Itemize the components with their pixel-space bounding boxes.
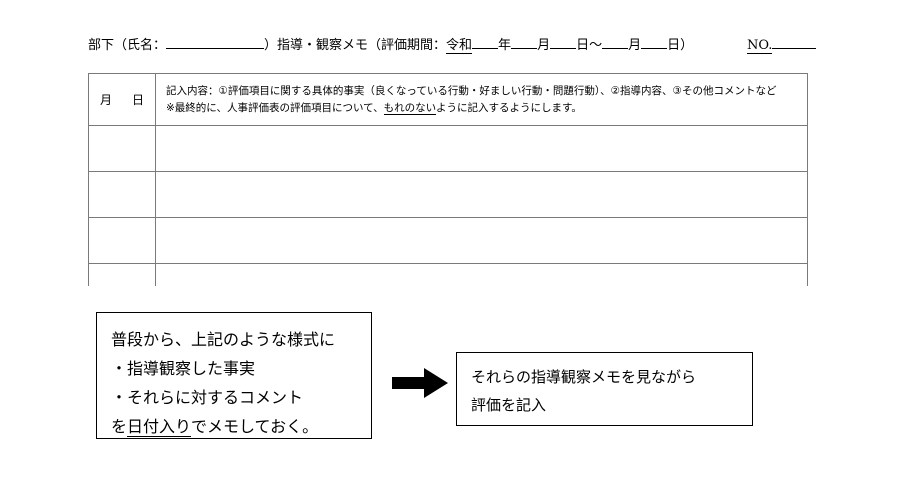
table-row[interactable]	[88, 217, 808, 264]
no-blank-field[interactable]	[772, 34, 817, 49]
instruction-line-2-before: ※最終的に、人事評価表の評価項目について、	[166, 102, 384, 114]
header-after-name: ）指導・観察メモ（評価期間：	[264, 38, 447, 53]
document-header: 部下（氏名： ）指導・観察メモ（評価期間：令和 年 月 日～ 月 日） NO.	[88, 34, 878, 56]
month-unit: 月	[537, 38, 551, 53]
year-blank-field[interactable]	[472, 34, 499, 49]
observation-memo-table: 月 日 記入内容：①評価項目に関する具体的事実（良くなっている行動・好ましい行動…	[88, 73, 808, 286]
name-blank-field[interactable]	[166, 34, 265, 49]
instructions-text: 記入内容：①評価項目に関する具体的事実（良くなっている行動・好ましい行動・問題行…	[156, 74, 807, 117]
instruction-line-2-after: ように記入するようにします。	[435, 102, 582, 114]
row-content-cell[interactable]	[155, 171, 808, 218]
table-row[interactable]	[88, 125, 808, 172]
row-content-cell[interactable]	[155, 263, 808, 286]
era-label: 令和	[446, 38, 473, 54]
callout-box-right: それらの指導観察メモを見ながら 評価を記入	[456, 352, 753, 426]
day-unit-2: 日）	[667, 38, 694, 53]
no-label-group: NO.	[747, 34, 817, 57]
table-row[interactable]	[88, 171, 808, 218]
instruction-line-2: ※最終的に、人事評価表の評価項目について、もれのないように記入するようにします。	[166, 100, 799, 117]
month-blank-field[interactable]	[511, 34, 538, 49]
row-date-cell[interactable]	[88, 217, 156, 264]
callout-left-line-4: を日付入りでメモしておく。	[111, 412, 371, 441]
row-date-cell[interactable]	[88, 263, 156, 286]
month-unit-2: 月	[628, 38, 642, 53]
table-row[interactable]	[88, 263, 808, 286]
year-unit: 年	[498, 38, 512, 53]
callout-box-left: 普段から、上記のような様式に ・指導観察した事実 ・それらに対するコメント を日…	[96, 312, 372, 439]
month2-blank-field[interactable]	[602, 34, 629, 49]
right-arrow-icon	[392, 368, 448, 398]
day-unit: 日～	[576, 38, 603, 53]
callout-right-line-2: 評価を記入	[471, 396, 547, 414]
no-label: NO.	[747, 38, 773, 54]
header-prefix: 部下（氏名：	[88, 38, 167, 53]
instruction-line-1: 記入内容：①評価項目に関する具体的事実（良くなっている行動・好ましい行動・問題行…	[166, 85, 777, 97]
callout-left-line-3: ・それらに対するコメント	[111, 388, 304, 407]
callout-right-line-1: それらの指導観察メモを見ながら	[471, 368, 697, 386]
callout-left-line-4-before: を	[111, 417, 128, 436]
date-column-header: 月 日	[88, 73, 156, 126]
day-blank-field[interactable]	[550, 34, 577, 49]
row-content-cell[interactable]	[155, 125, 808, 172]
callout-left-line-1: 普段から、上記のような様式に	[111, 330, 336, 349]
instructions-cell: 記入内容：①評価項目に関する具体的事実（良くなっている行動・好ましい行動・問題行…	[155, 73, 808, 126]
table-header-row: 月 日 記入内容：①評価項目に関する具体的事実（良くなっている行動・好ましい行動…	[88, 73, 808, 126]
callout-left-line-2: ・指導観察した事実	[111, 359, 256, 378]
instruction-line-2-underlined: もれのない	[383, 102, 436, 115]
row-date-cell[interactable]	[88, 125, 156, 172]
day2-blank-field[interactable]	[641, 34, 668, 49]
callout-left-line-4-underlined: 日付入り	[127, 417, 192, 437]
callout-left-line-4-after: でメモしておく。	[191, 417, 319, 436]
row-content-cell[interactable]	[155, 217, 808, 264]
row-date-cell[interactable]	[88, 171, 156, 218]
